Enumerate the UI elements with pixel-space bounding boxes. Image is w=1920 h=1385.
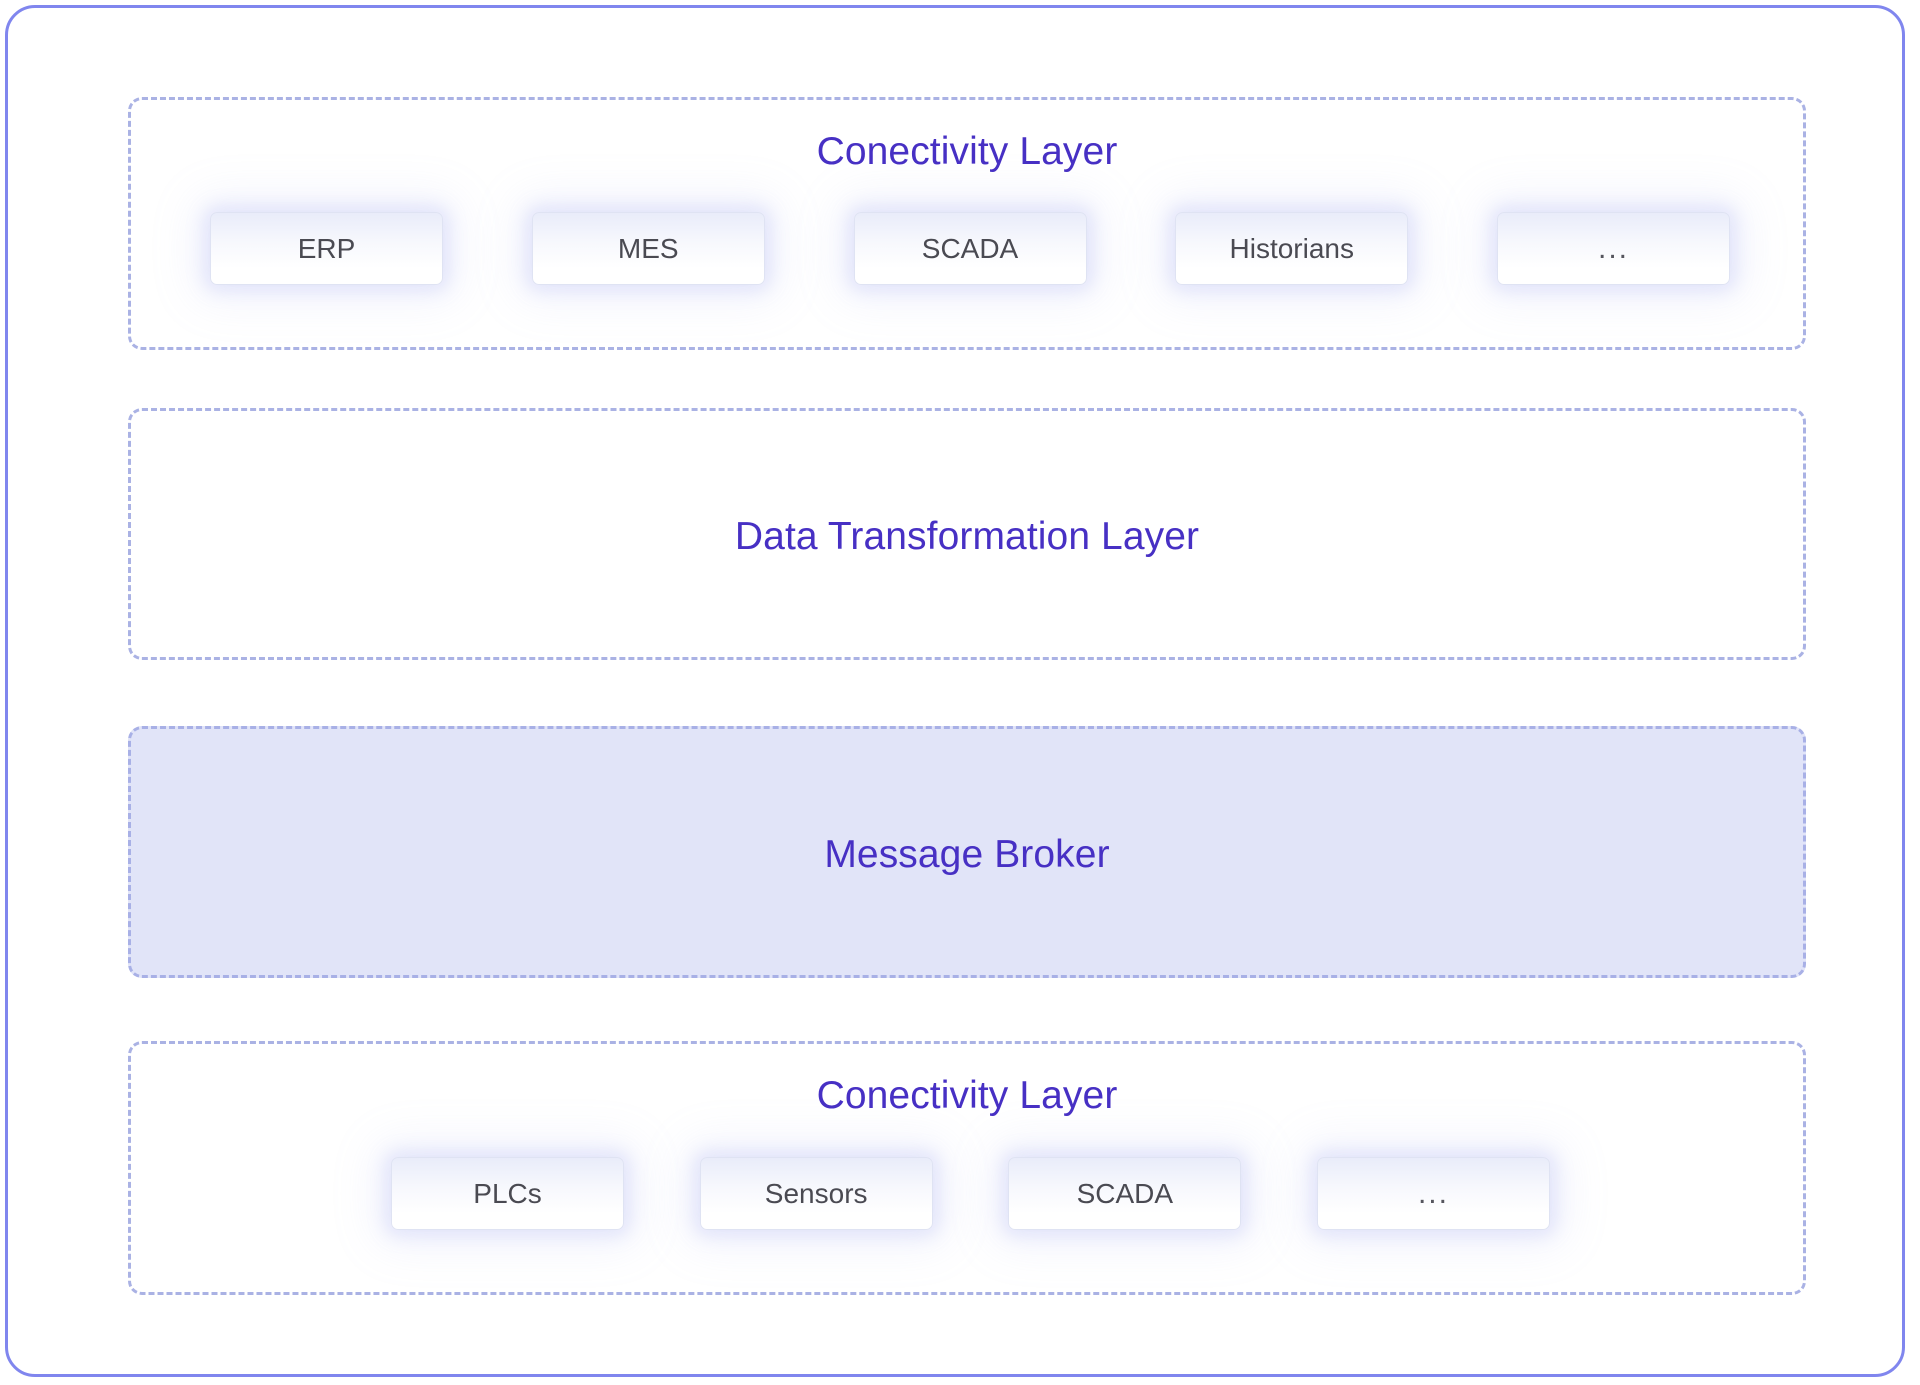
layer-title-connectivity-bottom: Conectivity Layer <box>816 1074 1118 1117</box>
chip-plcs-label: PLCs <box>473 1177 542 1209</box>
chip-mes[interactable]: MES <box>531 212 765 285</box>
layer-message-broker: Message Broker <box>128 726 1806 978</box>
chip-row-connectivity-bottom: PLCs Sensors SCADA ... <box>391 1157 1550 1230</box>
chip-erp[interactable]: ERP <box>210 212 443 285</box>
chip-scada-bottom-label: SCADA <box>1076 1177 1174 1209</box>
chip-scada-bottom[interactable]: SCADA <box>1008 1157 1242 1230</box>
layer-data-transformation: Data Transformation Layer <box>128 408 1806 660</box>
chip-scada-top-label: SCADA <box>921 232 1019 264</box>
layer-connectivity-top: Conectivity Layer ERP MES SCADA Historia… <box>128 97 1806 350</box>
chip-more-top[interactable]: ... <box>1497 212 1730 285</box>
chip-historians[interactable]: Historians <box>1175 212 1409 285</box>
chip-more-bottom-label: ... <box>1417 1176 1449 1210</box>
chip-more-top-label: ... <box>1597 231 1629 265</box>
layer-title-message-broker: Message Broker <box>824 833 1110 876</box>
chip-more-bottom[interactable]: ... <box>1316 1157 1550 1230</box>
chip-plcs[interactable]: PLCs <box>391 1157 624 1230</box>
chip-scada-top[interactable]: SCADA <box>853 212 1087 285</box>
chip-historians-label: Historians <box>1229 232 1354 264</box>
layer-title-data-transformation: Data Transformation Layer <box>734 515 1200 558</box>
chip-erp-label: ERP <box>297 232 356 264</box>
layer-title-connectivity-top: Conectivity Layer <box>816 130 1118 173</box>
layer-connectivity-bottom: Conectivity Layer PLCs Sensors SCADA ... <box>128 1041 1806 1295</box>
chip-sensors-label: Sensors <box>764 1177 868 1209</box>
chip-sensors[interactable]: Sensors <box>699 1157 933 1230</box>
chip-row-connectivity-top: ERP MES SCADA Historians ... <box>210 212 1730 285</box>
chip-mes-label: MES <box>617 232 679 264</box>
